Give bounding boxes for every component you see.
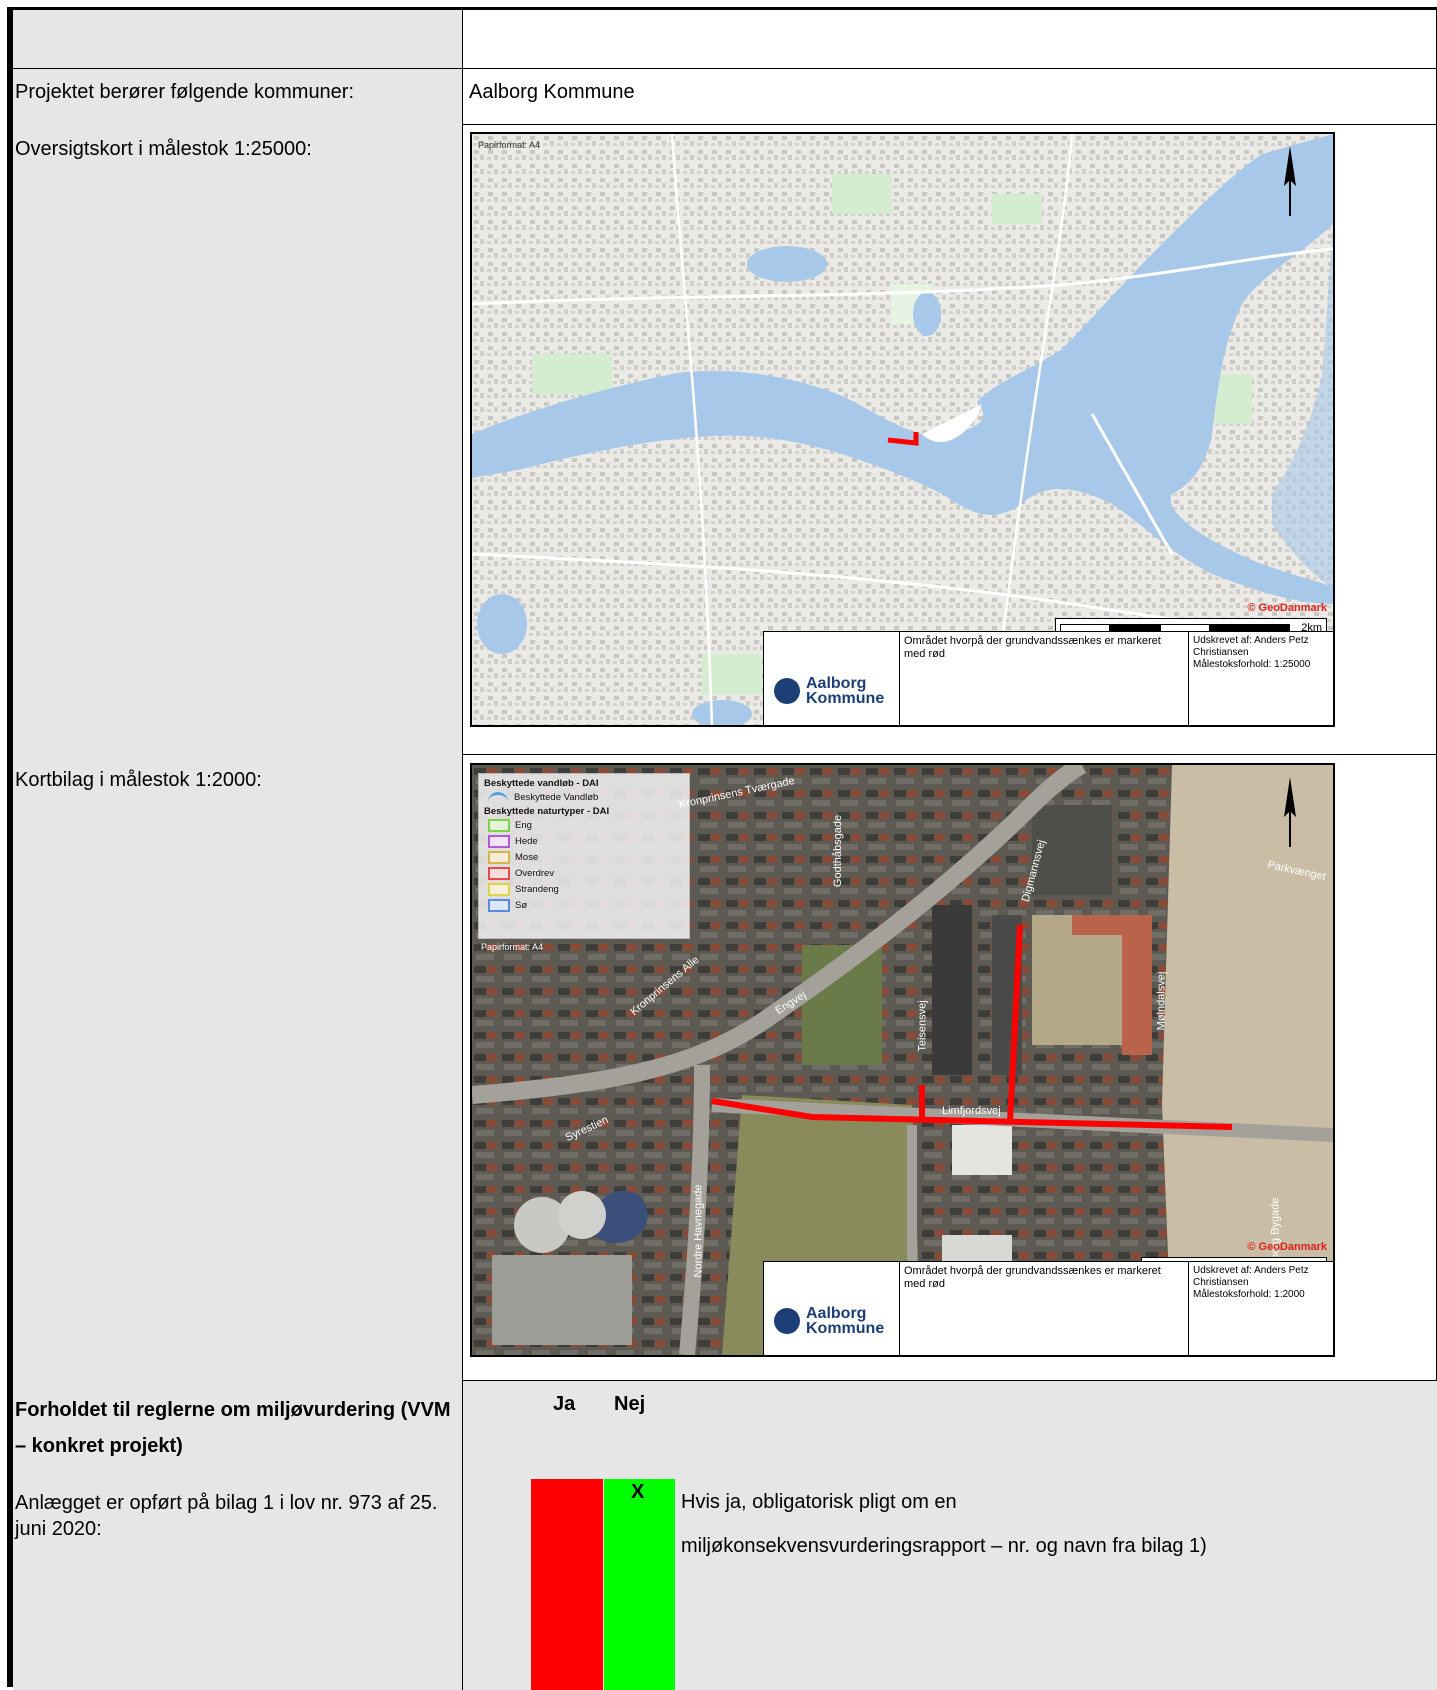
nej-header: Nej — [614, 1393, 646, 1415]
swatch-icon — [488, 850, 510, 864]
overview-map: Papirformat: A4 © GeoDanmark 2km Aalborg… — [470, 132, 1335, 727]
swatch-icon — [488, 898, 510, 912]
street-label: Godthåbsgade — [832, 814, 845, 888]
printed-by: Udskrevet af: Anders Petz Christiansen — [1193, 635, 1309, 658]
column-divider — [462, 10, 463, 1690]
legend-item-eng: Eng — [488, 817, 684, 833]
water-icon — [488, 792, 508, 802]
aalborg-logo-icon — [774, 678, 800, 704]
scale-ratio: Målestoksforhold: 1:25000 — [1193, 659, 1311, 670]
nej-green-cell — [604, 1479, 675, 1690]
legend-item-mose: Mose — [488, 849, 684, 865]
map-info: Udskrevet af: Anders Petz Christiansen M… — [1189, 1262, 1333, 1355]
map-description: Området hvorpå der grundvandssænkes er m… — [900, 632, 1189, 725]
paper-format-note: Papirformat: A4 — [481, 942, 544, 952]
anlaeg-note-line1: Hvis ja, obligatorisk pligt om en — [681, 1491, 957, 1513]
map-info: Udskrevet af: Anders Petz Christiansen M… — [1189, 632, 1333, 725]
anlaeg-label: Anlægget er opført på bilag 1 i lov nr. … — [15, 1492, 438, 1540]
kortbilag-label: Kortbilag i målestok 1:2000: — [15, 769, 262, 791]
legend-item-overdrev: Overdrev — [488, 865, 684, 881]
map-description: Området hvorpå der grundvandssænkes er m… — [900, 1262, 1189, 1355]
copyright-label: © GeoDanmark — [1247, 602, 1327, 614]
swatch-icon — [488, 882, 510, 896]
scale-ratio: Målestoksforhold: 1:2000 — [1193, 1289, 1305, 1300]
copyright-label: © GeoDanmark — [1247, 1241, 1327, 1253]
kommuner-label: Projektet berører følgende kommuner: — [15, 81, 355, 103]
row-divider — [13, 754, 1436, 755]
street-label: Teisensvej — [916, 1000, 929, 1052]
ja-header: Ja — [553, 1393, 576, 1415]
nej-mark: X — [631, 1481, 645, 1503]
north-arrow-icon — [1283, 777, 1297, 847]
row-divider — [13, 124, 1436, 125]
legend-group-nature: Beskyttede naturtyper - DAI — [484, 806, 610, 817]
oversigt-label: Oversigtskort i målestok 1:25000: — [15, 138, 312, 160]
header-cell-left — [13, 10, 462, 68]
row-divider — [13, 1380, 1436, 1381]
paper-format-note: Papirformat: A4 — [478, 140, 541, 150]
ja-red-cell — [531, 1479, 603, 1690]
aalborg-logo-icon — [774, 1308, 800, 1334]
swatch-icon — [488, 866, 510, 880]
legend-item-water: Beskyttede Vandløb — [488, 789, 684, 805]
legend-item-strandeng: Strandeng — [488, 881, 684, 897]
swatch-icon — [488, 818, 510, 832]
anlaeg-note-line2: miljøkonsekvensvurderingsrapport – nr. o… — [681, 1535, 1207, 1557]
street-label: Mølndalsvej — [1155, 971, 1168, 1031]
kommuner-value: Aalborg Kommune — [469, 81, 635, 103]
legend-group-water: Beskyttede vandløb - DAI — [484, 778, 599, 789]
legend-item-hede: Hede — [488, 833, 684, 849]
map-legend: Beskyttede vandløb - DAI Beskyttede Vand… — [478, 773, 690, 952]
detail-map: Beskyttede vandløb - DAI Beskyttede Vand… — [470, 763, 1335, 1357]
north-arrow-icon — [1283, 146, 1297, 216]
document-table: Projektet berører følgende kommuner: Aal… — [7, 7, 1437, 1690]
legend-item-so: Sø — [488, 897, 684, 913]
street-label: Limfjordsvej — [942, 1105, 1001, 1117]
row-divider — [13, 68, 1436, 69]
swatch-icon — [488, 834, 510, 848]
printed-by: Udskrevet af: Anders Petz Christiansen — [1193, 1265, 1309, 1288]
vvm-label: Forholdet til reglerne om miljøvurdering… — [15, 1399, 451, 1457]
label-column — [13, 69, 462, 1690]
street-label: Nordre Havnegade — [692, 1184, 705, 1278]
